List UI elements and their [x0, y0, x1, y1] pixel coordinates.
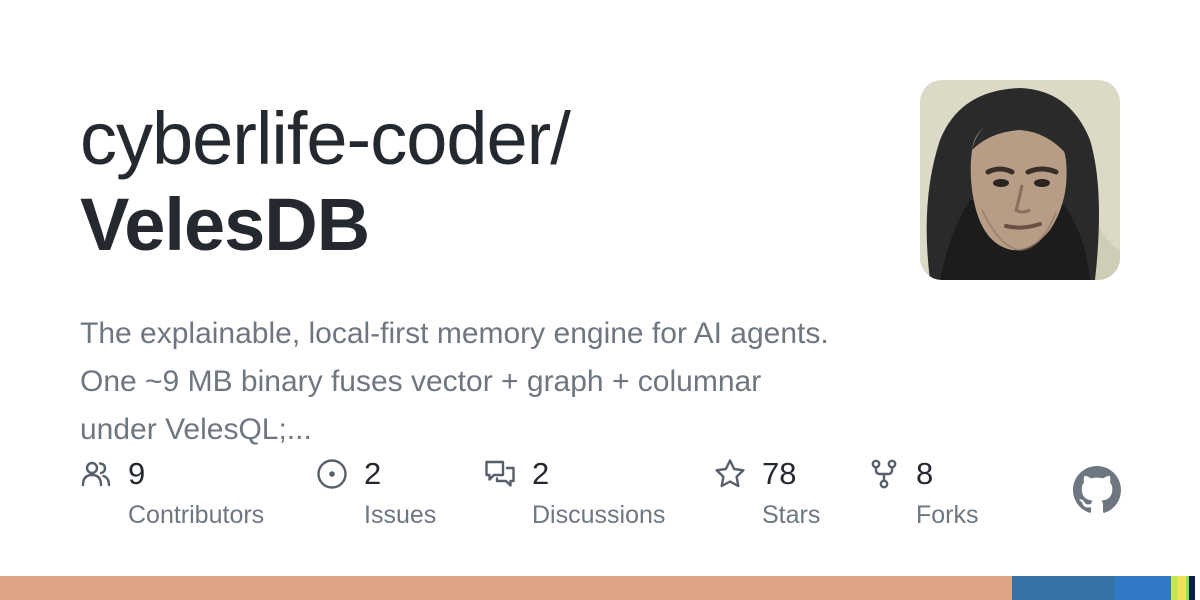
stat-discussions-label: Discussions — [532, 501, 666, 529]
stat-stars-label: Stars — [762, 501, 821, 529]
repo-forked-icon — [871, 459, 897, 489]
language-segment — [1185, 576, 1190, 600]
star-icon — [715, 459, 745, 488]
stat-forks-label: Forks — [916, 501, 979, 529]
stat-contributors-label: Contributors — [128, 501, 265, 529]
owner-avatar — [920, 80, 1120, 280]
repo-description: The explainable, local-first memory engi… — [80, 317, 829, 446]
repo-title[interactable]: cyberlife-coder/ VelesDB — [80, 96, 880, 268]
language-segment — [1178, 576, 1186, 600]
language-segment — [0, 576, 1012, 600]
language-segment — [1011, 576, 1115, 600]
github-mark-icon[interactable] — [1073, 466, 1121, 514]
comment-discussion-icon — [485, 460, 515, 487]
stat-discussions-count: 2 — [532, 456, 550, 491]
language-segment — [1189, 576, 1196, 600]
repo-owner[interactable]: cyberlife-coder/ — [80, 97, 571, 180]
issue-opened-icon — [317, 459, 347, 489]
stat-issues-count: 2 — [364, 456, 382, 491]
people-icon — [81, 461, 111, 487]
language-segment — [1195, 576, 1200, 600]
stat-stars-count: 78 — [762, 456, 797, 491]
stat-forks-count: 8 — [916, 456, 934, 491]
stat-issues-label: Issues — [364, 501, 437, 529]
hooded-portrait-image — [920, 80, 1120, 280]
language-segment — [1114, 576, 1172, 600]
language-segment — [1171, 576, 1179, 600]
repo-name[interactable]: VelesDB — [80, 183, 370, 266]
language-bar — [0, 576, 1200, 600]
stat-contributors-count: 9 — [128, 456, 146, 491]
repo-stats: 9 Contributors 2 Issues 2 Discussions — [0, 450, 1200, 540]
